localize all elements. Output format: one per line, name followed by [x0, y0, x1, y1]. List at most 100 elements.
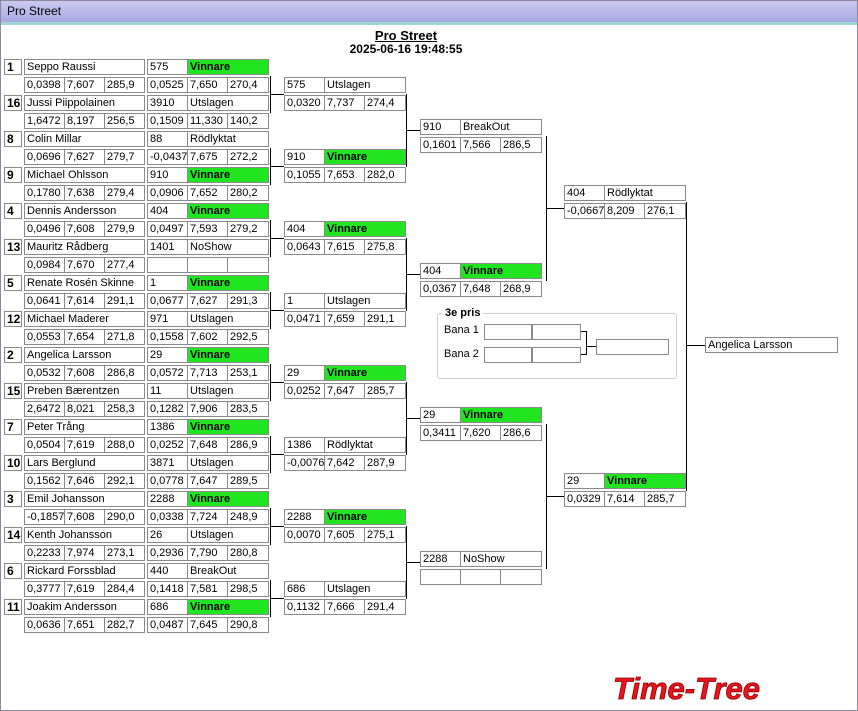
window-title: Pro Street — [7, 4, 62, 18]
round1-rt: 0,0525 — [147, 77, 188, 93]
round1-et: 7,652 — [187, 185, 228, 201]
connector-r1 — [270, 526, 284, 527]
round1-mph: 280,2 — [227, 185, 269, 201]
page-title: Pro Street — [374, 28, 438, 43]
round1-rt: 0,0572 — [147, 365, 188, 381]
round1-car: 1 — [147, 275, 188, 291]
round1-mph: 290,8 — [227, 617, 269, 633]
connector-r1 — [270, 238, 284, 239]
seed-number: 15 — [4, 383, 22, 399]
round1-status: Vinnare — [187, 59, 269, 75]
round1-mph: 291,3 — [227, 293, 269, 309]
seed-number: 7 — [4, 419, 22, 435]
driver-mph: 285,9 — [104, 77, 145, 93]
round2-status: Utslagen — [324, 293, 406, 309]
seed-number: 14 — [4, 527, 22, 543]
round1-status: Vinnare — [187, 275, 269, 291]
round1-status: Vinnare — [187, 347, 269, 363]
seed-number: 6 — [4, 563, 22, 579]
connector-r3 — [546, 208, 564, 209]
bronze-lane2-car — [484, 347, 532, 363]
round1-et: 7,906 — [187, 401, 228, 417]
driver-et: 8,021 — [64, 401, 105, 417]
round2-car: 575 — [284, 77, 325, 93]
driver-et: 7,974 — [64, 545, 105, 561]
round2-rt: 0,1132 — [284, 599, 325, 615]
round2-et: 7,615 — [324, 239, 365, 255]
round1-car: 575 — [147, 59, 188, 75]
bronze-lane2-status — [532, 347, 581, 363]
round1-status: Utslagen — [187, 527, 269, 543]
driver-et: 7,619 — [64, 581, 105, 597]
round1-car: 3910 — [147, 95, 188, 111]
driver-et: 7,619 — [64, 437, 105, 453]
round2-mph: 282,0 — [364, 167, 406, 183]
round2-status: Utslagen — [324, 581, 406, 597]
round1-mph: 289,5 — [227, 473, 269, 489]
driver-rt: 0,0553 — [24, 329, 65, 345]
connector-bronze — [586, 331, 587, 355]
seed-number: 13 — [4, 239, 22, 255]
connector-r2 — [406, 130, 420, 131]
round2-mph: 275,1 — [364, 527, 406, 543]
round1-et: 7,648 — [187, 437, 228, 453]
bracket-canvas: Pro Street 2025-06-16 19:48:55 3e pris B… — [1, 25, 857, 710]
round1-mph: 286,9 — [227, 437, 269, 453]
driver-et: 7,646 — [64, 473, 105, 489]
round1-status: Utslagen — [187, 455, 269, 471]
round1-car: 88 — [147, 131, 188, 147]
round4-et: 8,209 — [604, 203, 645, 219]
round2-car: 2288 — [284, 509, 325, 525]
connector-r1 — [270, 382, 284, 383]
round1-car: 2288 — [147, 491, 188, 507]
seed-number: 16 — [4, 95, 22, 111]
driver-et: 7,627 — [64, 149, 105, 165]
round1-mph: 272,2 — [227, 149, 269, 165]
driver-et: 7,608 — [64, 221, 105, 237]
round1-et: 7,593 — [187, 221, 228, 237]
round1-et: 7,724 — [187, 509, 228, 525]
seed-number: 12 — [4, 311, 22, 327]
round2-mph: 287,9 — [364, 455, 406, 471]
driver-et: 7,638 — [64, 185, 105, 201]
round2-et: 7,642 — [324, 455, 365, 471]
driver-rt: 0,0636 — [24, 617, 65, 633]
round1-status: BreakOut — [187, 563, 269, 579]
round1-mph: 279,2 — [227, 221, 269, 237]
event-datetime: 2025-06-16 19:48:55 — [349, 42, 463, 56]
seed-number: 3 — [4, 491, 22, 507]
driver-rt: 0,0496 — [24, 221, 65, 237]
driver-rt: 0,0398 — [24, 77, 65, 93]
seed-number: 1 — [4, 59, 22, 75]
driver-mph: 258,3 — [104, 401, 145, 417]
driver-et: 8,197 — [64, 113, 105, 129]
round1-rt: 0,1282 — [147, 401, 188, 417]
round2-rt: 0,0471 — [284, 311, 325, 327]
lane2-label: Bana 2 — [444, 348, 479, 360]
driver-et: 7,654 — [64, 329, 105, 345]
round1-car: 29 — [147, 347, 188, 363]
round1-status: NoShow — [187, 239, 269, 255]
round2-status: Vinnare — [324, 221, 406, 237]
round1-status: Vinnare — [187, 491, 269, 507]
round2-rt: 0,1055 — [284, 167, 325, 183]
round3-mph — [500, 569, 542, 585]
round2-status: Utslagen — [324, 77, 406, 93]
connector-r1 — [270, 94, 284, 95]
round1-et: 11,330 — [187, 113, 228, 129]
driver-name: Dennis Andersson — [24, 203, 145, 219]
round1-et: 7,645 — [187, 617, 228, 633]
round2-status: Vinnare — [324, 365, 406, 381]
round1-rt: 0,0487 — [147, 617, 188, 633]
bronze-title: 3e pris — [442, 307, 484, 319]
round3-car: 910 — [420, 119, 461, 135]
round1-mph: 248,9 — [227, 509, 269, 525]
driver-name: Peter Trång — [24, 419, 145, 435]
round1-rt: 0,0677 — [147, 293, 188, 309]
round3-rt: 0,0367 — [420, 281, 461, 297]
round2-car: 29 — [284, 365, 325, 381]
round3-et: 7,566 — [460, 137, 501, 153]
bronze-lane1-status — [532, 324, 581, 340]
round3-car: 2288 — [420, 551, 461, 567]
